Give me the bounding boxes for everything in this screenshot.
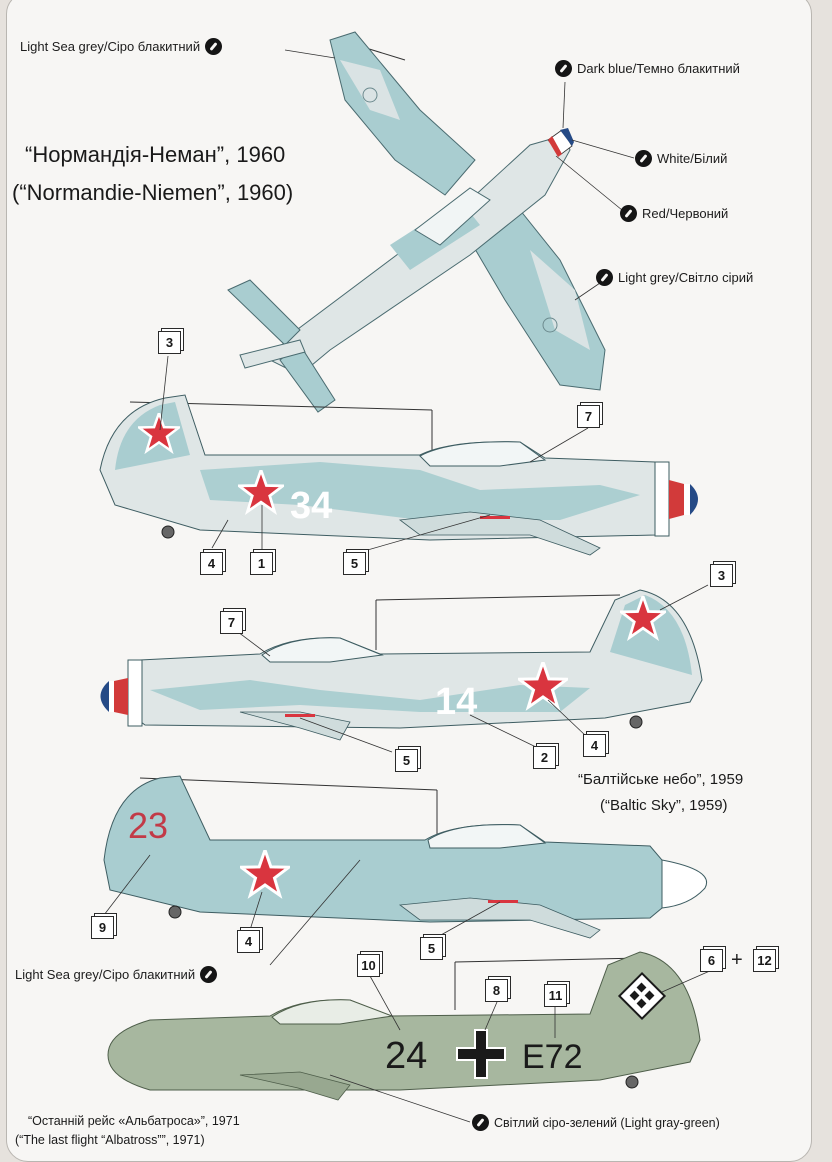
paintbrush-icon — [472, 1114, 489, 1131]
aircraft-2-side: 14 — [100, 584, 709, 753]
callout-number: 4 — [583, 734, 606, 757]
callout-number: 3 — [158, 331, 181, 354]
callout-number: 1 — [250, 552, 273, 575]
label-dark-blue: Dark blue/Темно блакитний — [555, 60, 740, 77]
callout-number: 10 — [357, 954, 380, 977]
label-white: White/Білий — [635, 150, 727, 167]
aircraft-1-side: 34 — [99, 355, 698, 556]
paintbrush-icon — [555, 60, 572, 77]
plane2-code: 14 — [435, 681, 477, 723]
aircraft-3-side: 23 — [103, 775, 707, 966]
paintbrush-icon — [200, 966, 218, 983]
callout-number: 3 — [710, 564, 733, 587]
label-text: Red/Червоний — [642, 206, 729, 221]
callout-number: 7 — [220, 611, 243, 634]
label-text: Світлий сіро-зелений (Light gray-green) — [494, 1115, 720, 1130]
label-light-grey: Light grey/Світло сірий — [596, 269, 753, 286]
callout-number: 6 — [700, 949, 723, 972]
caption-albatross-en: (“The last flight “Albatross””, 1971) — [15, 1133, 205, 1147]
title-normandie-en: (“Normandie-Niemen”, 1960) — [12, 180, 294, 205]
callout-number: 7 — [577, 405, 600, 428]
plus-sign: + — [731, 949, 743, 971]
label-text: White/Білий — [657, 151, 728, 166]
callout-number: 4 — [237, 930, 260, 953]
callout-number: 12 — [753, 949, 776, 972]
top-view-aircraft — [227, 31, 635, 413]
callout-number: 11 — [544, 984, 567, 1007]
callout-number: 5 — [395, 749, 418, 772]
paintbrush-icon — [205, 38, 223, 55]
caption-albatross-ua: “Останній рейс «Альбатроса»”, 1971 — [28, 1114, 240, 1128]
callout-number: 2 — [533, 746, 556, 769]
title-normandie-ua: “Нормандія-Неман”, 1960 — [25, 142, 286, 167]
paintbrush-icon — [596, 269, 613, 286]
label-text: Light Sea grey/Сіро блакитний — [15, 967, 196, 982]
label-red: Red/Червоний — [620, 205, 728, 222]
paintbrush-icon — [620, 205, 637, 222]
caption-baltic-en: (“Baltic Sky”, 1959) — [600, 797, 728, 814]
label-light-gray-green: Світлий сіро-зелений (Light gray-green) — [472, 1114, 720, 1131]
decal-sheet — [6, 0, 812, 1162]
label-text: Light grey/Світло сірий — [618, 270, 754, 285]
label-light-sea-grey-top: Light Sea grey/Сіро блакитний — [20, 38, 223, 55]
callout-number: 5 — [420, 937, 443, 960]
label-text: Dark blue/Темно блакитний — [577, 61, 740, 76]
plane1-code: 34 — [290, 485, 332, 527]
callout-number: 8 — [485, 979, 508, 1002]
paintbrush-icon — [635, 150, 652, 167]
plane4-code-left: 24 — [385, 1035, 427, 1077]
plane3-code: 23 — [128, 805, 168, 846]
aircraft-4-side: 24 E72 — [107, 951, 713, 1123]
plane4-code-right: E72 — [522, 1038, 583, 1076]
caption-baltic-ua: “Балтійське небо”, 1959 — [578, 771, 744, 788]
callout-number: 5 — [343, 552, 366, 575]
callout-number: 4 — [200, 552, 223, 575]
label-text: Light Sea grey/Сіро блакитний — [20, 39, 201, 54]
callout-number: 9 — [91, 916, 114, 939]
label-light-sea-grey-bottom: Light Sea grey/Сіро блакитний — [15, 966, 218, 983]
